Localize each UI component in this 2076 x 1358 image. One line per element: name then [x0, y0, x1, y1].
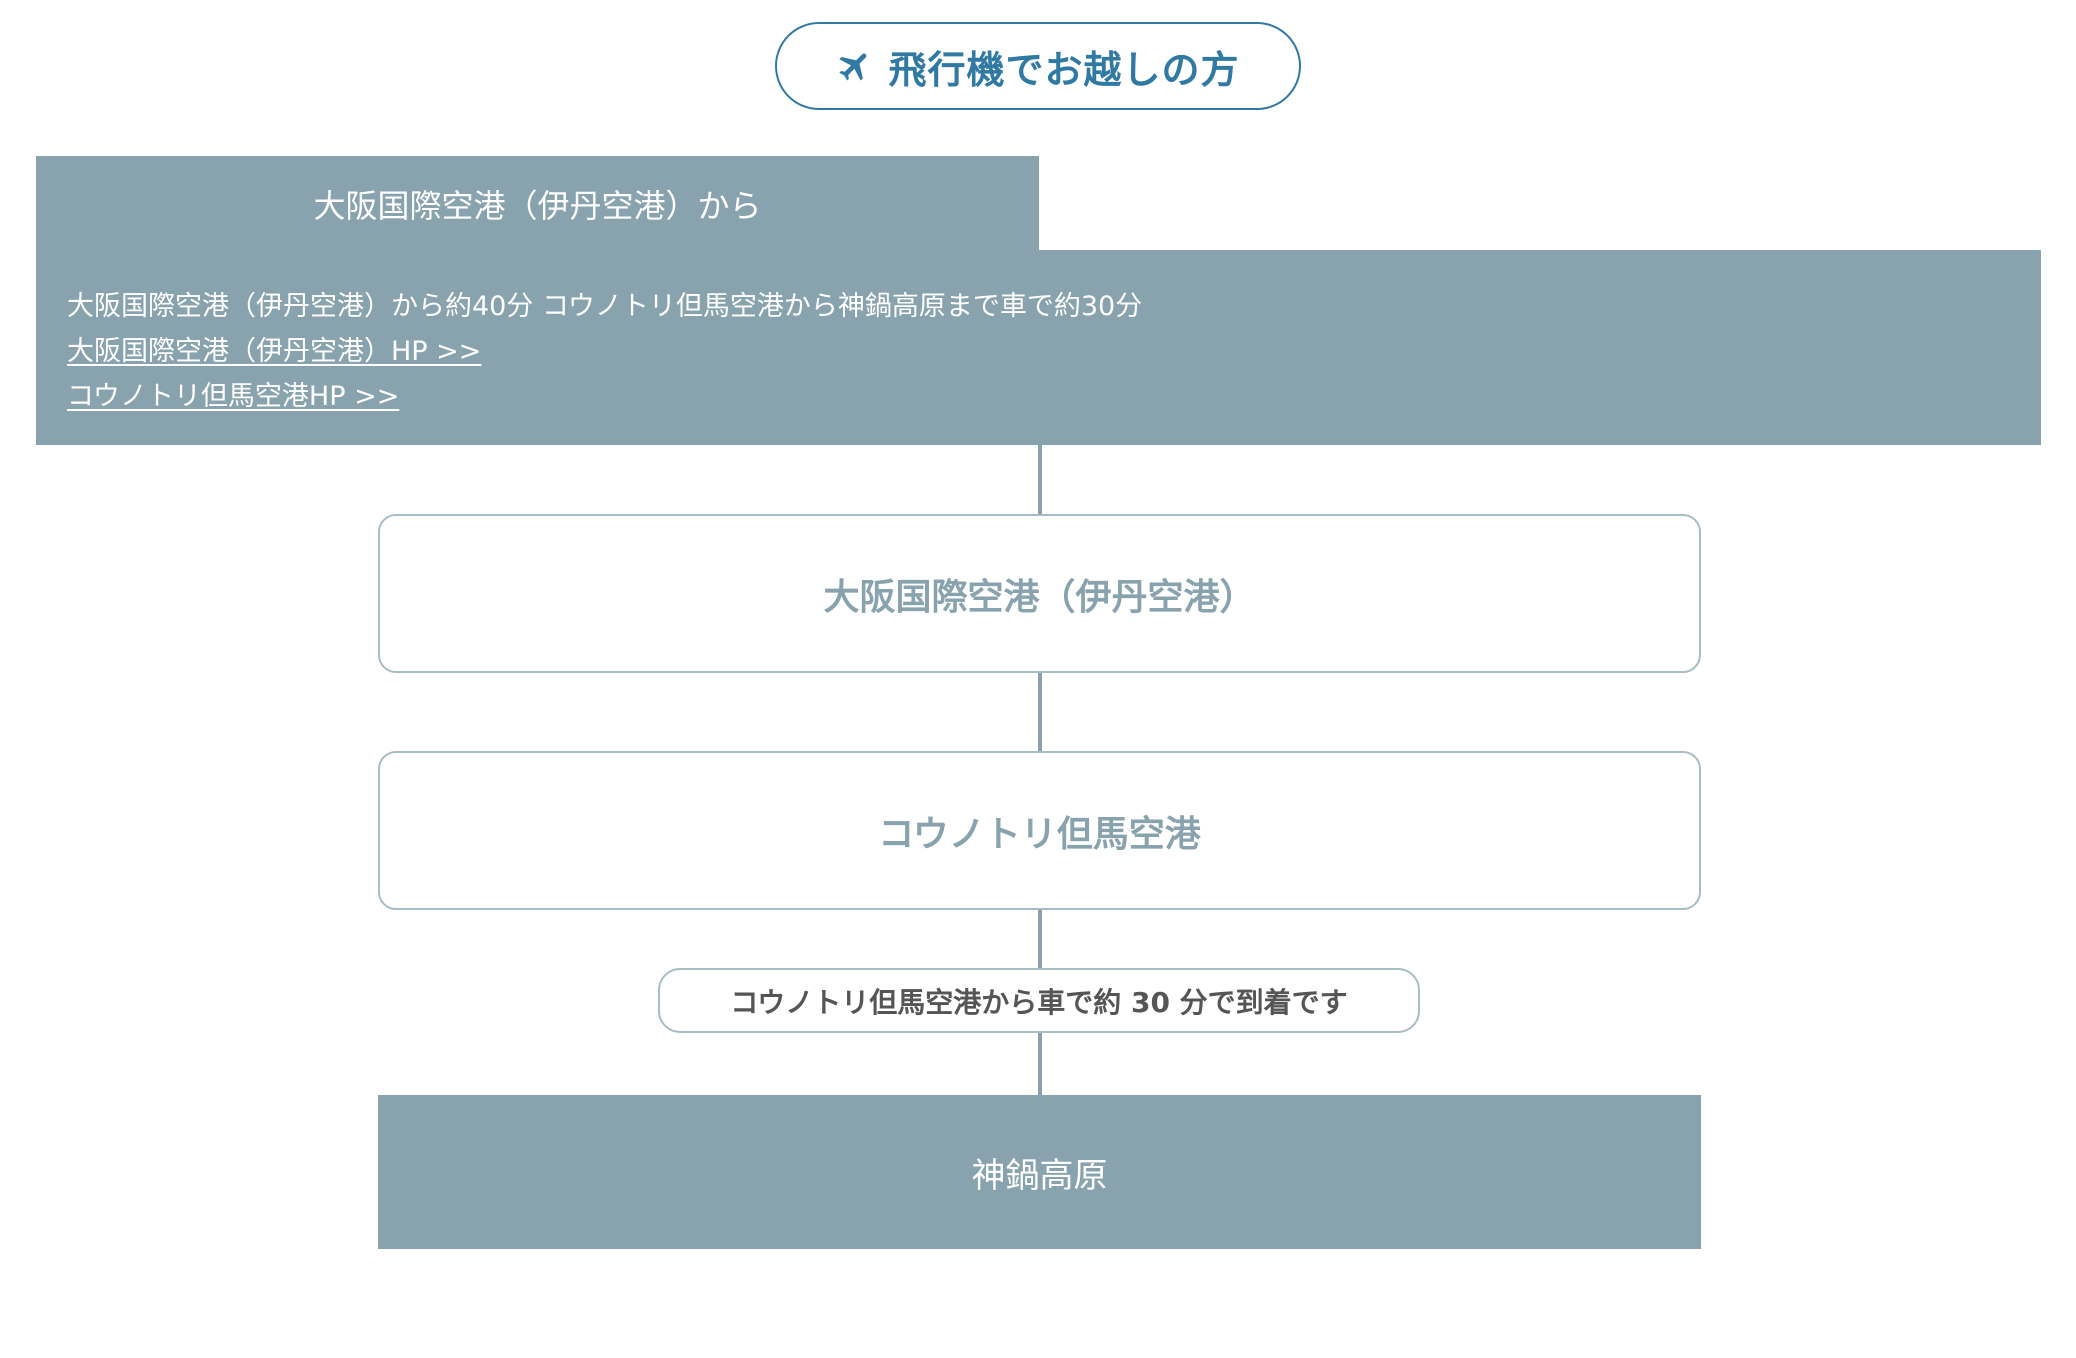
- destination-label: 神鍋高原: [971, 1155, 1108, 1196]
- route-destination: 神鍋高原: [378, 1095, 1701, 1249]
- route-step-label: コウノトリ但馬空港: [878, 813, 1201, 855]
- route-step-label: 大阪国際空港（伊丹空港）: [823, 576, 1256, 618]
- access-description: 大阪国際空港（伊丹空港）から約40分 コウノトリ但馬空港から神鍋高原まで車で約3…: [67, 291, 1143, 322]
- tajima-airport-hp-link[interactable]: コウノトリ但馬空港HP >>: [67, 381, 400, 412]
- route-step-tajima: コウノトリ但馬空港: [378, 751, 1701, 910]
- route-note: コウノトリ但馬空港から車で約 30 分で到着です: [658, 968, 1420, 1033]
- plane-icon: [836, 47, 874, 85]
- access-info-panel: 大阪国際空港（伊丹空港）から約40分 コウノトリ但馬空港から神鍋高原まで車で約3…: [36, 250, 2041, 445]
- tab-label: 大阪国際空港（伊丹空港）から: [313, 187, 762, 225]
- itami-airport-hp-link[interactable]: 大阪国際空港（伊丹空港）HP >>: [67, 336, 482, 367]
- section-title: 飛行機でお越しの方: [888, 47, 1240, 92]
- route-step-itami: 大阪国際空港（伊丹空港）: [378, 514, 1701, 673]
- tab-itami-airport[interactable]: 大阪国際空港（伊丹空港）から: [36, 156, 1039, 252]
- route-note-text: コウノトリ但馬空港から車で約 30 分で到着です: [730, 985, 1348, 1019]
- section-title-pill: 飛行機でお越しの方: [775, 22, 1301, 110]
